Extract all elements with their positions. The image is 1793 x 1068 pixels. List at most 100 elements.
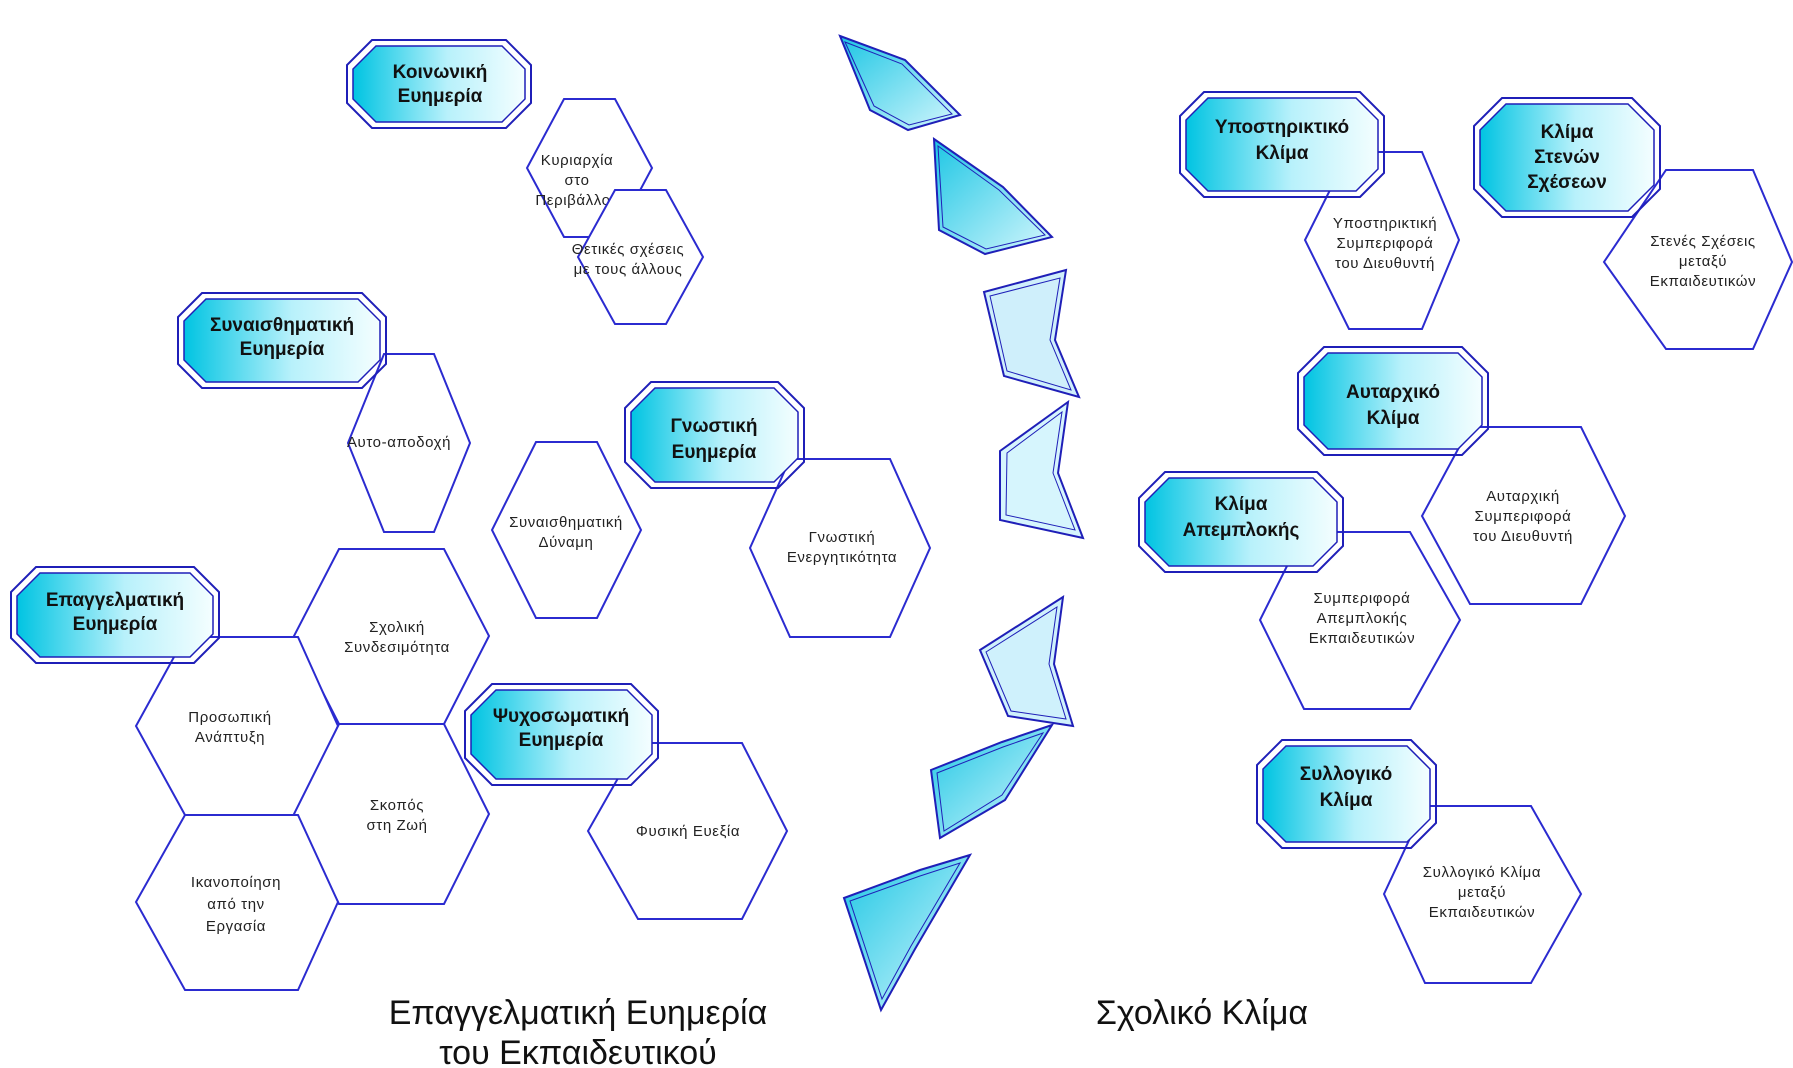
hex-item-positive-relations: Θετικές σχέσεις με τους άλλους <box>572 189 705 325</box>
hex-item-self-acceptance: Αυτο-αποδοχή <box>346 353 472 533</box>
climate-title: Σχολικό Κλίμα <box>1096 994 1308 1032</box>
hex-line: Συμπεριφορά <box>1337 235 1434 252</box>
hex-line: Κυριαρχία <box>541 152 614 169</box>
hex-line: Στενές Σχέσεις <box>1650 233 1756 250</box>
oct-line: Ψυχοσωματική <box>493 706 630 727</box>
hex-line: Εκπαιδευτικών <box>1309 630 1415 647</box>
hex-line: Γνωστική <box>809 529 876 546</box>
oct-line: Απεμπλοκής <box>1183 520 1300 541</box>
oct-line: Επαγγελματική <box>46 590 184 611</box>
hex-line: μεταξύ <box>1458 884 1506 901</box>
oct-line: Υποστηρικτικό <box>1215 117 1349 138</box>
hex-item-purpose-in-life: Σκοπός στη Ζωή <box>292 723 491 905</box>
hex-line: μεταξύ <box>1679 253 1727 270</box>
oct-line: Σχέσεων <box>1527 172 1607 193</box>
connector-chevron <box>999 399 1085 540</box>
hex-item-physical-wellness: Φυσική Ευεξία <box>586 742 789 920</box>
hex-line: Ανάπτυξη <box>195 729 265 746</box>
oct-line: Ευημερία <box>672 442 757 463</box>
oct-line: Κλίμα <box>1367 408 1420 429</box>
oct-line: Κλίμα <box>1541 122 1594 143</box>
oct-line: Στενών <box>1534 147 1600 168</box>
hex-line: με τους άλλους <box>574 261 683 278</box>
connector-chevron <box>982 268 1081 399</box>
svg-text:Φυσική Ευεξία: Φυσική Ευεξία <box>636 823 740 840</box>
hex-line: Αυταρχική <box>1486 488 1560 505</box>
hex-line: Συνδεσιμότητα <box>344 639 450 656</box>
connector-chevron <box>932 137 1054 256</box>
hex-line: Συμπεριφορά <box>1314 590 1411 607</box>
connector-chevron <box>978 594 1075 728</box>
hex-line: στη Ζωή <box>366 817 427 834</box>
hex-line: Συναισθηματική <box>509 514 623 531</box>
hex-line: Σκοπός <box>370 797 424 814</box>
hex-line: Θετικές σχέσεις <box>572 241 685 258</box>
oct-line: Κλίμα <box>1320 790 1373 811</box>
hex-line: Εκπαιδευτικών <box>1429 904 1535 921</box>
hex-line: Δύναμη <box>539 534 594 551</box>
oct-line: Ευημερία <box>240 339 325 360</box>
hex-line: Εκπαιδευτικών <box>1650 273 1756 290</box>
hex-line: στο <box>564 172 589 189</box>
connector-chevrons <box>838 34 1085 1013</box>
oct-line: Αυταρχικό <box>1346 382 1440 403</box>
wellbeing-title-line2: του Εκπαιδευτικού <box>439 1034 717 1068</box>
hex-line: Συλλογικό Κλίμα <box>1423 864 1541 881</box>
hex-line: Ικανοποίηση <box>191 874 281 891</box>
hex-line: Προσωπική <box>188 709 271 726</box>
oct-line: Γνωστική <box>671 416 758 437</box>
hex-line: του Διευθυντή <box>1473 528 1573 545</box>
oct-line: Κλίμα <box>1215 494 1268 515</box>
oct-line: Συναισθηματική <box>210 315 354 336</box>
oct-line: Ευημερία <box>519 730 604 751</box>
hex-line: Απεμπλοκής <box>1317 610 1408 627</box>
svg-text:Αυτο-αποδοχή: Αυτο-αποδοχή <box>347 434 451 451</box>
hex-line: Υποστηρικτική <box>1333 215 1437 232</box>
hex-line: Αυτο-αποδοχή <box>347 434 451 451</box>
oct-line: Συλλογικό <box>1300 764 1392 785</box>
connector-chevron <box>838 34 962 132</box>
hex-line: Φυσική Ευεξία <box>636 823 740 840</box>
oct-line: Κοινωνική <box>393 62 488 83</box>
